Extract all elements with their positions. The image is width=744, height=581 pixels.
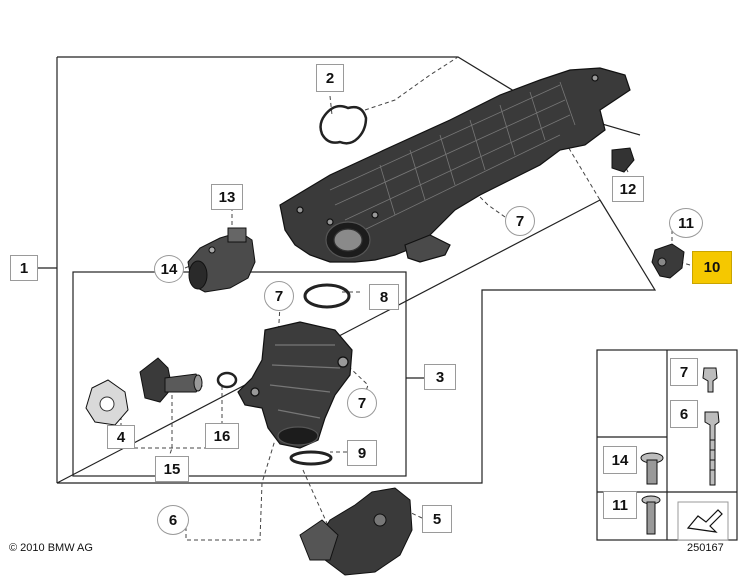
callout-10-highlighted[interactable]: 10 <box>692 251 732 284</box>
callout-6[interactable]: 6 <box>157 505 189 535</box>
bolt-6 <box>704 411 720 486</box>
callout-8[interactable]: 8 <box>369 284 399 310</box>
forward-direction-arrow-icon <box>677 501 729 541</box>
drawing-number: 250167 <box>687 542 724 554</box>
bolt-7 <box>702 367 718 393</box>
callout-7[interactable]: 7 <box>347 388 377 418</box>
callout-2[interactable]: 2 <box>316 64 344 92</box>
callout-15[interactable]: 15 <box>155 456 189 482</box>
callout-14[interactable]: 14 <box>154 255 184 283</box>
callout-5[interactable]: 5 <box>422 505 452 533</box>
sensor-10 <box>651 243 685 279</box>
callout-7[interactable]: 7 <box>505 206 535 236</box>
callout-16[interactable]: 16 <box>205 423 239 449</box>
clip-12 <box>611 147 635 173</box>
bolt-14 <box>640 452 664 485</box>
callout-12[interactable]: 12 <box>612 176 644 202</box>
gasket-2 <box>319 104 368 145</box>
copyright-text: © 2010 BMW AG <box>9 542 93 554</box>
valve-15 <box>85 357 203 426</box>
intake-manifold <box>279 67 631 263</box>
callout-11[interactable]: 11 <box>603 491 637 519</box>
bolt-11 <box>641 495 661 535</box>
o-ring-16 <box>216 371 238 389</box>
callout-14[interactable]: 14 <box>603 446 637 474</box>
sensor-assembly-14 <box>187 227 256 293</box>
intake-elbow <box>237 321 353 449</box>
callout-1[interactable]: 1 <box>10 255 38 281</box>
callout-13[interactable]: 13 <box>211 184 243 210</box>
callout-7[interactable]: 7 <box>670 358 698 386</box>
callout-3[interactable]: 3 <box>424 364 456 390</box>
callout-7[interactable]: 7 <box>264 281 294 311</box>
bracket-5 <box>299 487 413 576</box>
o-ring-8 <box>303 283 351 309</box>
seal-9 <box>289 450 333 466</box>
callout-9[interactable]: 9 <box>347 440 377 466</box>
callout-4[interactable]: 4 <box>107 425 135 449</box>
callout-6[interactable]: 6 <box>670 400 698 428</box>
callout-11[interactable]: 11 <box>669 208 703 238</box>
